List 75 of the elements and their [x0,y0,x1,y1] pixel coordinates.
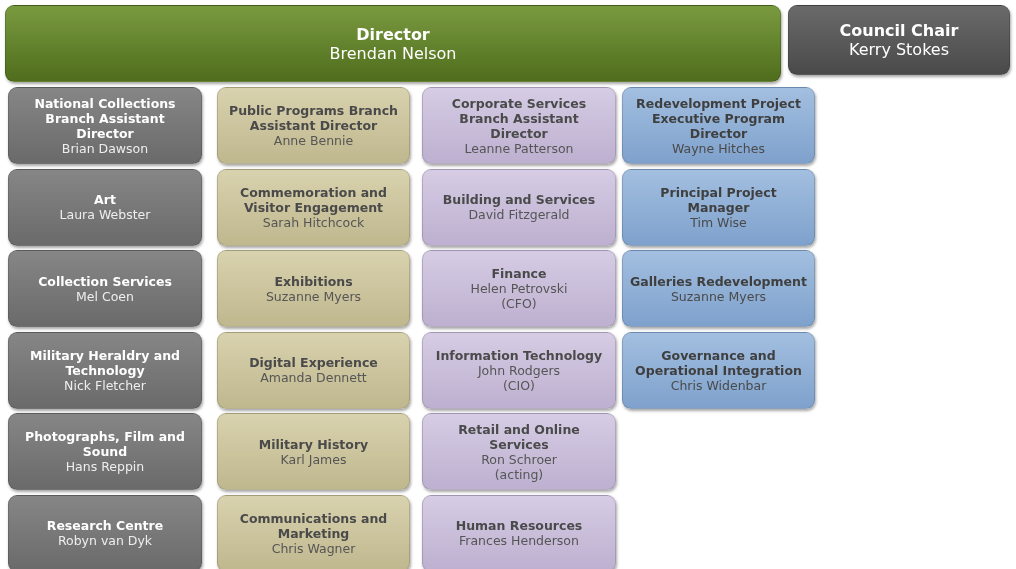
unit-box [422,87,616,164]
unit-box [8,331,202,409]
unit-title: Redevelopment Project Executive Program Director [635,95,802,141]
unit-title: Director [356,24,430,44]
unit-box [8,87,202,164]
unit-title: Corporate Services Branch Assistant Director [450,95,588,141]
person-name: Mel Coen [76,288,134,304]
unit-box [622,331,815,409]
person-name: Chris Widenbar [670,377,767,393]
unit-title: Digital Experience [249,355,378,370]
person-name: Chris Wagner [271,540,356,556]
unit-title: National Collections Branch Assistant Director [33,95,177,141]
unit-box [422,413,616,490]
unit-title: Commemoration and Visitor Engagement [239,184,388,215]
unit-box [217,331,410,409]
person-name: Anne Bennie [273,133,354,148]
person-name: Tim Wise [690,214,747,230]
unit-title: Military History [258,436,369,452]
unit-box [217,168,410,246]
person-name: Kerry Stokes [848,40,950,59]
unit-title: Principal Project Manager [659,184,778,215]
role-note: (acting) [494,466,544,482]
chair-box [788,5,1010,75]
unit-title: Photographs, Film and Sound [24,429,186,459]
unit-title: Human Resources [455,518,583,533]
person-name: Suzanne Myers [670,288,767,304]
unit-title: Exhibitions [274,273,353,289]
unit-box [8,168,202,246]
person-name: Karl James [280,451,347,467]
person-name: Ron Schroer [481,451,557,467]
unit-box [422,494,616,569]
person-name: Amanda Dennett [260,370,367,385]
unit-title: Galleries Redevelopment [630,273,807,289]
person-name: Frances Henderson [459,533,579,548]
person-name: Brian Dawson [61,140,149,156]
unit-title: Council Chair [839,21,959,40]
person-name: Laura Webster [59,207,151,222]
unit-title: Collection Services [38,273,172,289]
unit-box [8,413,202,490]
unit-box [8,250,202,327]
person-name: Wayne Hitches [672,140,765,156]
unit-box [622,168,815,246]
unit-title: Military Heraldry and Technology [28,347,182,378]
unit-title: Finance [491,266,547,281]
unit-title: Research Centre [46,518,164,533]
unit-box [622,250,815,327]
unit-title: Public Programs Branch Assistant Director [228,103,399,133]
unit-title: Building and Services [442,192,596,207]
unit-box [217,87,410,164]
unit-title: Information Technology [435,347,603,363]
unit-title: Communications and Marketing [238,510,389,541]
unit-box [422,168,616,246]
person-name: Hans Reppin [65,459,145,474]
unit-box [8,494,202,569]
unit-box [217,413,410,490]
director-box [5,5,781,82]
unit-box [217,494,410,569]
unit-box [422,331,616,409]
role-note: (CIO) [503,377,535,393]
unit-title: Art [94,192,116,207]
unit-title: Retail and Online Services [457,421,581,452]
unit-box [422,250,616,327]
person-name: Robyn van Dyk [57,533,153,548]
unit-title: Governance and Operational Integration [634,347,803,378]
person-name: Leanne Patterson [464,140,574,156]
person-name: Suzanne Myers [265,288,362,304]
unit-box [622,87,815,164]
person-name: Sarah Hitchcock [262,214,365,230]
person-name: Nick Fletcher [64,377,146,393]
person-name: David Fitzgerald [468,207,570,222]
unit-box [217,250,410,327]
person-name: Helen Petrovski [470,281,568,296]
person-name: Brendan Nelson [329,43,457,63]
role-note: (CFO) [501,296,537,311]
person-name: John Rodgers [477,362,561,378]
